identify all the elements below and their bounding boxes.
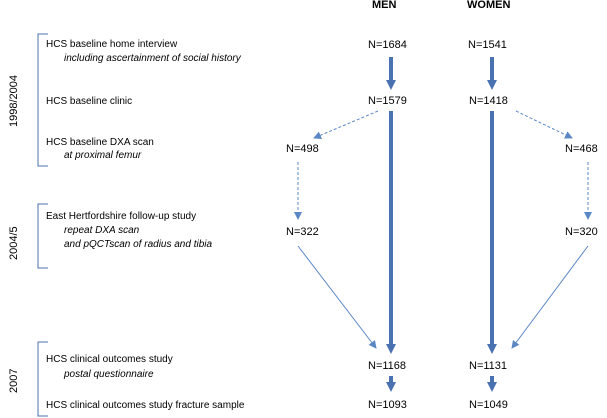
count-women-outcomes: N=1131 xyxy=(469,360,508,372)
count-women-home-interview: N=1541 xyxy=(468,39,507,51)
count-women-followup: N=320 xyxy=(565,226,598,238)
arrow-men-clinic-to-dxa xyxy=(313,110,379,139)
count-men-fracture-sample: N=1093 xyxy=(368,399,407,411)
count-men-outcomes: N=1168 xyxy=(368,360,407,372)
count-men-baseline-clinic: N=1579 xyxy=(368,95,407,107)
header-men: MEN xyxy=(372,0,397,11)
count-women-baseline-clinic: N=1418 xyxy=(469,95,508,107)
count-men-followup: N=322 xyxy=(286,226,319,238)
step-subtitle-home-interview: including ascertainment of social histor… xyxy=(64,53,241,64)
period-label-2004-5: 2004/5 xyxy=(8,226,20,260)
step-subtitle-followup-pqct: and pQCTscan of radius and tibia xyxy=(64,239,213,250)
step-title-outcomes-study: HCS clinical outcomes study xyxy=(46,354,173,365)
period-bracket-1998 xyxy=(37,33,48,167)
step-title-baseline-clinic: HCS baseline clinic xyxy=(46,96,133,107)
count-women-fracture-sample: N=1049 xyxy=(469,399,508,411)
arrow-women-followup-to-outcomes xyxy=(511,245,589,349)
step-title-fracture-sample: HCS clinical outcomes study fracture sam… xyxy=(46,400,245,411)
arrow-men-followup-to-outcomes xyxy=(297,245,377,349)
count-men-home-interview: N=1684 xyxy=(368,39,407,51)
count-women-dxa-scan: N=468 xyxy=(565,143,598,155)
period-label-2007: 2007 xyxy=(8,368,20,393)
period-bracket-2004 xyxy=(37,203,48,269)
arrow-women-clinic-to-dxa xyxy=(515,110,573,139)
count-men-dxa-scan: N=498 xyxy=(286,143,319,155)
step-title-home-interview: HCS baseline home interview xyxy=(46,39,178,50)
step-subtitle-dxa-scan: at proximal femur xyxy=(64,150,142,161)
step-title-followup-study: East Hertfordshire follow-up study xyxy=(46,211,197,222)
step-subtitle-followup-dxa: repeat DXA scan xyxy=(64,225,140,236)
header-women: WOMEN xyxy=(467,0,511,11)
step-title-dxa-scan: HCS baseline DXA scan xyxy=(46,137,154,148)
period-bracket-2007 xyxy=(37,341,48,417)
step-subtitle-outcomes-study: postal questionnaire xyxy=(64,369,154,380)
period-label-1998-2004: 1998/2004 xyxy=(8,75,20,127)
